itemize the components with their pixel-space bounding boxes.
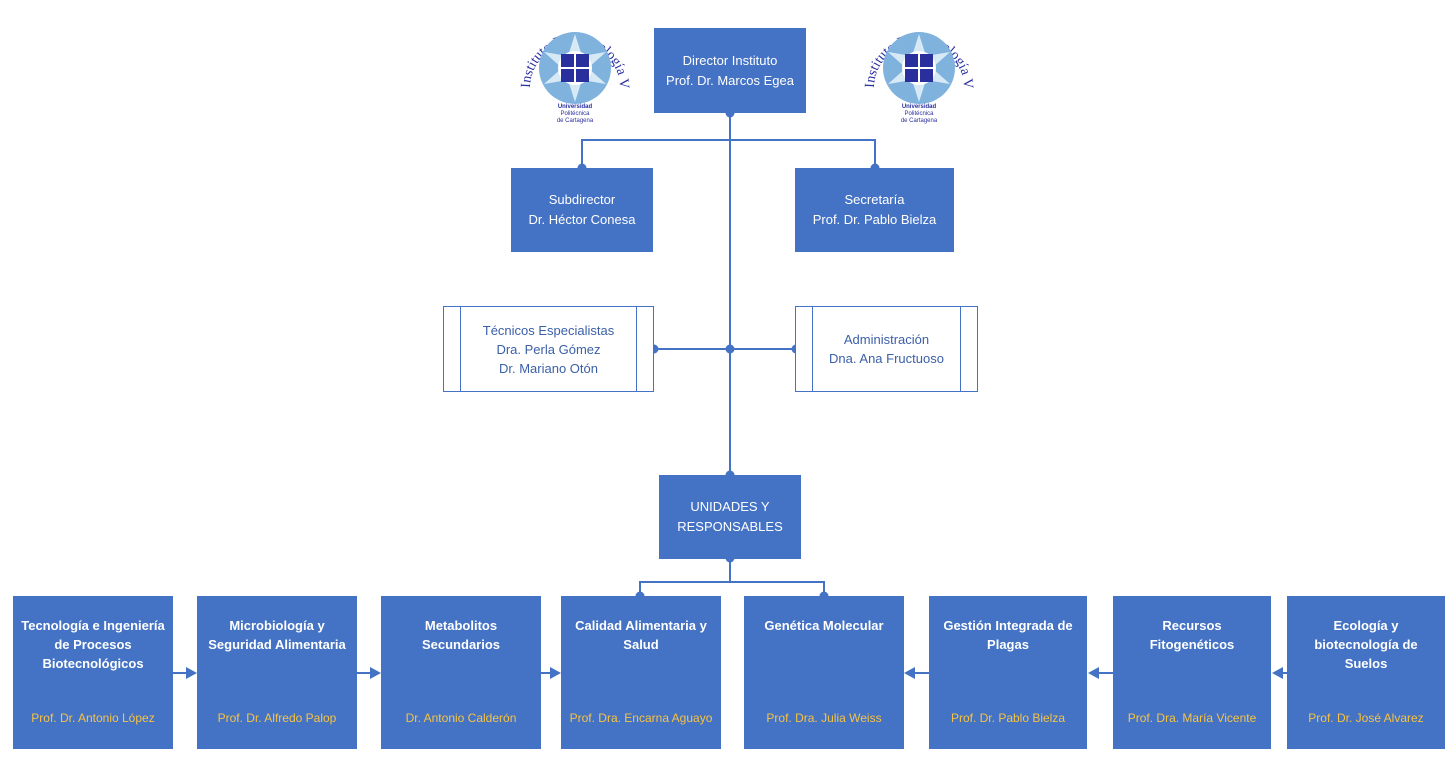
secretaria-role: Secretaría [844,192,905,207]
tecnicos-box: Técnicos Especialistas Dra. Perla Gómez … [443,306,654,392]
unit-title: Metabolitos Secundarios [421,618,501,652]
unit-box: Microbiología y Seguridad Alimentaria Pr… [197,596,357,749]
director-name: Prof. Dr. Marcos Egea [666,72,794,88]
subdirector-name: Dr. Héctor Conesa [528,212,636,227]
unit-box: Metabolitos Secundarios Dr. Antonio Cald… [381,596,541,749]
institute-logo-right: Instituto Biotecnología Vegetal Universi… [856,16,975,124]
unit-responsible: Prof. Dr. Alfredo Palop [217,711,337,725]
unit-title: Gestión Integrada de Plagas [943,618,1073,652]
unit-responsible: Prof. Dr. Antonio López [31,711,155,725]
unit-title: Calidad Alimentaria y Salud [575,618,707,652]
unit-box: Gestión Integrada de Plagas Prof. Dr. Pa… [929,596,1087,749]
unidades-label: RESPONSABLES [677,519,783,534]
unit-box: Recursos Fitogenéticos Prof. Dra. María … [1113,596,1271,749]
unit-responsible: Prof. Dra. Encarna Aguayo [569,711,713,725]
svg-text:Universidad: Universidad [902,104,937,110]
svg-text:de Cartagena: de Cartagena [557,118,594,124]
unit-title: Ecología y biotecnología de Suelos [1314,618,1418,671]
svg-text:de Cartagena: de Cartagena [901,118,938,124]
unit-responsible: Prof. Dra. María Vicente [1127,711,1257,725]
unit-responsible: Prof. Dr. Pablo Bielza [950,711,1066,725]
unit-box: Tecnología e Ingeniería de Procesos Biot… [13,596,173,749]
subdirector-box: Subdirector Dr. Héctor Conesa [511,168,653,252]
administracion-box: Administración Dna. Ana Fructuoso [795,306,978,392]
unit-responsible: Prof. Dra. Julia Weiss [766,711,882,725]
director-role: Director Instituto [682,52,778,68]
unit-box: Ecología y biotecnología de Suelos Prof.… [1287,596,1445,749]
unit-title: Tecnología e Ingeniería de Procesos Biot… [21,618,165,671]
secretaria-name: Prof. Dr. Pablo Bielza [812,212,937,227]
unit-title: Microbiología y Seguridad Alimentaria [208,618,346,652]
institute-logo-left: Instituto Biotecnología Vegetal Universi… [512,16,631,124]
tecnicos-name: Dra. Perla Gómez [496,341,601,357]
unidades-box: UNIDADES Y RESPONSABLES [659,475,801,559]
unit-box: Calidad Alimentaria y Salud Prof. Dra. E… [561,596,721,749]
subdirector-role: Subdirector [548,192,616,207]
secretaria-box: Secretaría Prof. Dr. Pablo Bielza [795,168,954,252]
unit-title: Genética Molecular [764,618,884,633]
unidades-label: UNIDADES Y [690,499,770,514]
svg-text:Politécnica: Politécnica [560,111,590,117]
director-box: Director Instituto Prof. Dr. Marcos Egea [654,28,806,113]
svg-text:Politécnica: Politécnica [904,111,934,117]
unit-responsible: Prof. Dr. José Alvarez [1308,711,1424,725]
administracion-name: Dna. Ana Fructuoso [829,351,944,366]
unit-responsible: Dr. Antonio Calderón [405,711,517,725]
administracion-role: Administración [843,332,930,347]
unit-title: Recursos Fitogenéticos [1149,618,1235,652]
svg-text:Universidad: Universidad [558,104,593,110]
tecnicos-role: Técnicos Especialistas [482,322,615,338]
tecnicos-name: Dr. Mariano Otón [499,360,598,376]
unit-box: Genética Molecular Prof. Dra. Julia Weis… [744,596,904,749]
